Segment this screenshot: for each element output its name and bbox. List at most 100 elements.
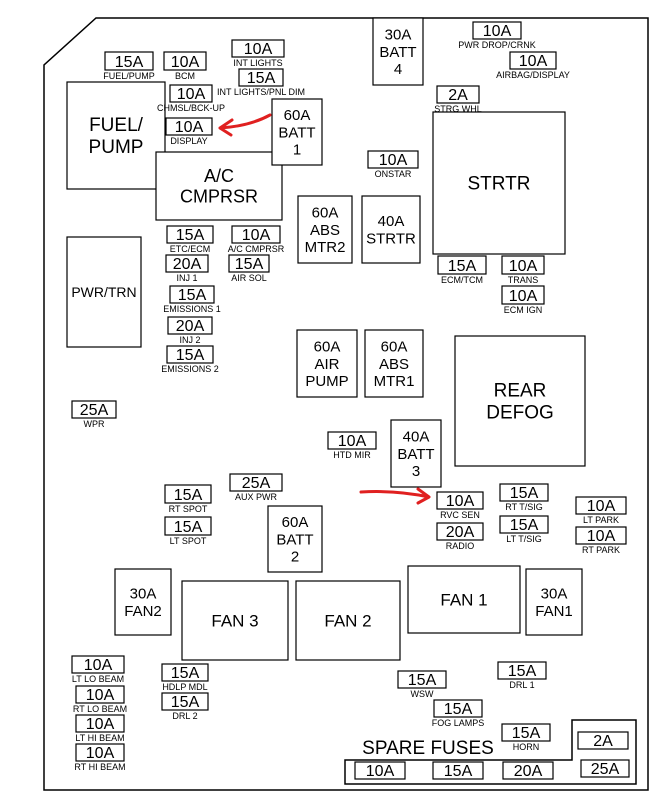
component-box: [296, 329, 358, 398]
spare-fuse-amperage: 25A: [591, 761, 620, 778]
component-label: BATT: [278, 124, 315, 141]
fuse-box: [75, 685, 125, 704]
fuse-amperage: 10A: [509, 258, 538, 275]
component-label: 60A: [284, 107, 311, 124]
fuse-box: [436, 491, 484, 510]
component-label: CMPRSR: [180, 187, 258, 207]
fuse-amperage: 10A: [587, 498, 616, 515]
component-label: STRTR: [468, 174, 531, 195]
fuse-box: [169, 84, 213, 103]
fuse-label: INT LIGHTS: [233, 58, 282, 68]
fuse-amperage: 15A: [174, 487, 203, 504]
red-arrow-display: [218, 113, 272, 137]
fuse-label: WPR: [84, 419, 105, 429]
fuse-label: ECM/TCM: [441, 275, 483, 285]
fuse-label: LT PARK: [583, 515, 619, 525]
fuse-box: [327, 431, 377, 450]
fuse-amperage: 10A: [175, 119, 204, 136]
component-label: ABS: [310, 222, 340, 239]
fuse-label: FUEL/PUMP: [103, 71, 155, 81]
component-label: DEFOG: [486, 403, 554, 424]
fuse-label: LT LO BEAM: [72, 674, 124, 684]
fuse-label: LT HI BEAM: [75, 733, 124, 743]
fuse-label: DISPLAY: [170, 136, 207, 146]
fuse-label: WSW: [411, 689, 434, 699]
fuse-box: [472, 21, 522, 40]
fuse-box: [497, 661, 547, 680]
fuse-amperage: 20A: [446, 524, 475, 541]
fuse-box: [436, 85, 480, 104]
component-box: [267, 505, 323, 573]
fuse-amperage: 10A: [177, 86, 206, 103]
component-box: [181, 580, 289, 661]
component-label: 4: [394, 61, 402, 78]
fuse-box: [169, 285, 215, 304]
spare-fuse-amperage: 20A: [514, 763, 543, 780]
fuse-label: DRL 1: [509, 680, 534, 690]
spare-fuse: 15A: [432, 761, 484, 780]
fuse-amperage: 15A: [171, 665, 200, 682]
component-box: [361, 195, 421, 264]
spare-fuse-box: [580, 759, 630, 778]
fuse-amperage: 15A: [235, 256, 264, 273]
spare-fuse-box: [502, 761, 554, 780]
component-label: 60A: [314, 339, 341, 356]
fuse-label: A/C CMPRSR: [228, 244, 285, 254]
fuse-box: [397, 670, 447, 689]
fuse-amperage: 20A: [173, 256, 202, 273]
fuse-label: AUX PWR: [235, 492, 278, 502]
component-block: STRTR: [432, 111, 566, 255]
spare-fuse-box: [432, 761, 484, 780]
component-label: BATT: [276, 531, 313, 548]
fuse-box: [166, 225, 214, 244]
fuse-box-outline: [43, 17, 649, 791]
component-block: PWR/TRN: [66, 236, 142, 348]
fuse-label: INJ 1: [176, 273, 197, 283]
spare-fuse-box: [354, 761, 406, 780]
fuse-amperage: 15A: [171, 694, 200, 711]
fuse-label: ETC/ECM: [170, 244, 211, 254]
fuse-box: [499, 483, 549, 502]
fuse-amperage: 15A: [448, 258, 477, 275]
spare-fuse-amperage: 10A: [366, 763, 395, 780]
component-label: 60A: [282, 514, 309, 531]
component-label: FUEL/: [89, 115, 144, 136]
fuse-box: [367, 150, 419, 169]
component-block: FAN 2: [295, 580, 401, 661]
spare-fuse: 2A: [577, 731, 629, 750]
fuse-label: EMISSIONS 2: [161, 364, 219, 374]
fuse-label: ONSTAR: [375, 169, 412, 179]
component-block: FAN 3: [181, 580, 289, 661]
fuse-label: RT PARK: [582, 545, 620, 555]
fuse-amperage: 10A: [338, 433, 367, 450]
fuse-amperage: 25A: [80, 402, 109, 419]
fuse-box: [436, 522, 484, 541]
